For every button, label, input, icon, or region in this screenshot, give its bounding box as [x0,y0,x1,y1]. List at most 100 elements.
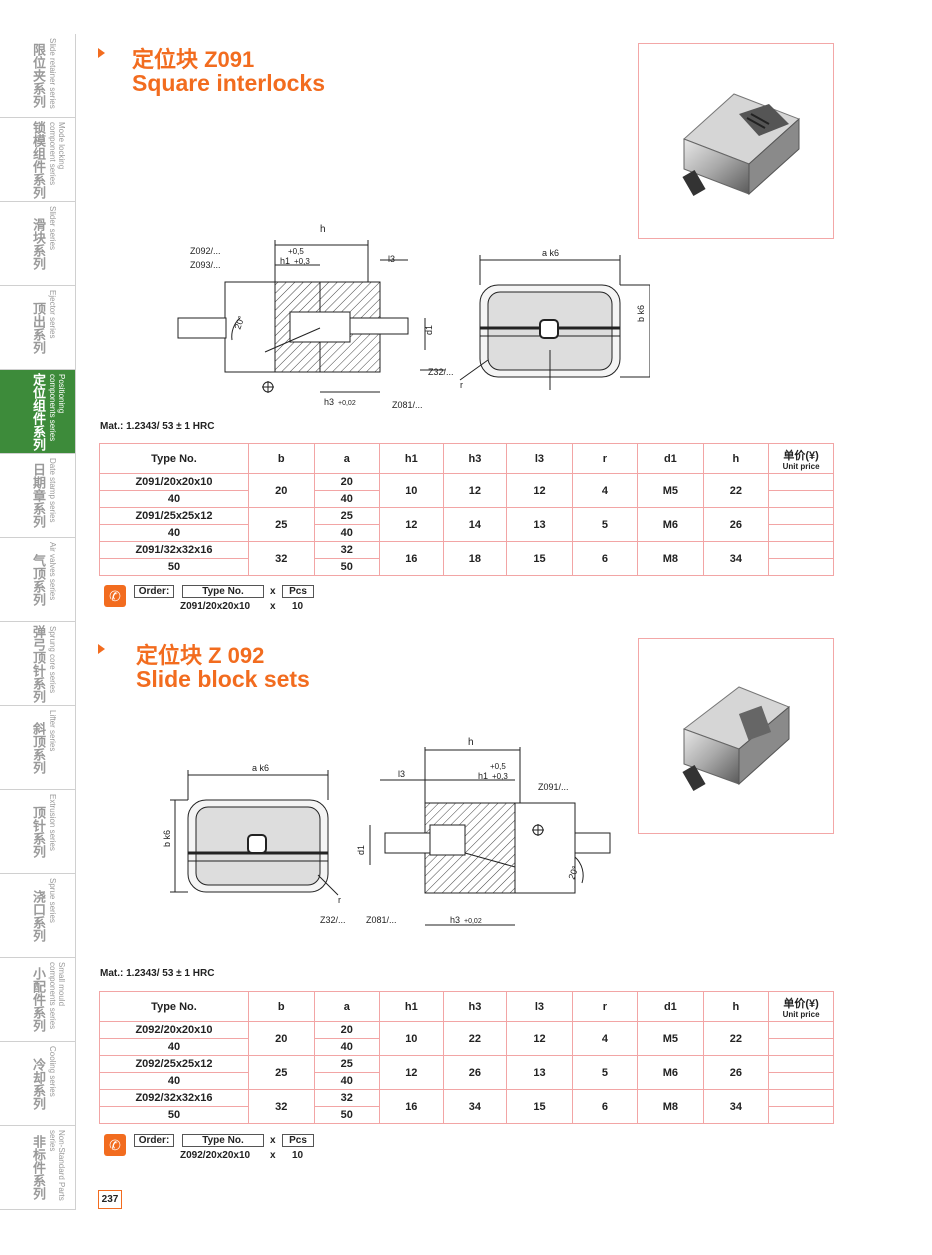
z091-technical-drawing: h +0,5 h1 +0,3 l3 Z092/... Z093/... 20° … [177,224,650,410]
svg-text:l3: l3 [388,254,395,264]
r-cell: 4 [571,473,639,508]
svg-text:d1: d1 [424,325,434,335]
table-header-cell: b [247,443,315,474]
a-cell: 32 [313,541,381,559]
h3-cell: 22 [442,1021,508,1056]
table-header-cell: d1 [637,991,704,1022]
price-cell [768,490,834,508]
sidebar-tab-label: 冷却系列 [31,1057,46,1110]
section2-material: Mat.: 1.2343/ 53 ± 1 HRC [100,968,215,979]
sidebar-tab-label: 锁模组件系列 [31,120,46,199]
svg-text:l3: l3 [398,769,405,779]
table-header-cell: r [571,443,639,474]
h-cell: 34 [702,541,770,576]
sidebar-tab-label: 非标件系列 [31,1135,46,1200]
b-cell: 20 [247,1021,315,1056]
order-pcs: Pcs [282,1134,314,1147]
h1-cell: 10 [379,1021,444,1056]
type-no-cell: Z091/25x25x12 [99,507,249,525]
table-header-cell: h1 [379,991,444,1022]
table-header-cell: Type No. [99,991,249,1022]
page-number: 237 [98,1190,122,1209]
price-cell [768,507,834,525]
sidebar-tab-sublabel: Sprue series [48,878,57,923]
a-cell: 40 [313,490,381,508]
order-qty: 10 [292,1150,304,1161]
type-no-cell: Z092/20x20x10 [99,1021,249,1039]
section1-title-cn: 定位块 Z091 [132,47,255,72]
a-cell: 40 [313,1038,381,1056]
svg-text:r: r [338,895,341,905]
section1-material: Mat.: 1.2343/ 53 ± 1 HRC [100,421,215,432]
sidebar-tab-sublabel: Air valves series [48,542,57,601]
svg-text:+0,5: +0,5 [288,247,304,256]
sidebar-tab-sublabel: Cooling series [48,1046,57,1097]
svg-text:b k6: b k6 [636,305,646,322]
type-no-cell: 40 [99,1072,249,1090]
h1-cell: 16 [379,1089,444,1124]
product-photo-z092 [638,638,834,834]
order-x: x [270,1135,276,1146]
sidebar-tab-label: 滑块系列 [31,217,46,270]
order-type-label: Type No. [182,585,264,598]
svg-text:h: h [468,737,474,748]
arrow-icon [98,48,105,58]
price-cell [768,1072,834,1090]
svg-text:b k6: b k6 [162,830,172,847]
sidebar-tab-label: 顶针系列 [31,805,46,858]
price-header: 单价(¥)Unit price [768,443,834,474]
type-no-cell: 40 [99,524,249,542]
sidebar-tab-label: 弹弓顶针系列 [31,624,46,703]
price-cell [768,1106,834,1124]
type-no-cell: Z091/32x32x16 [99,541,249,559]
svg-text:+0,5: +0,5 [490,762,506,771]
l3-cell: 13 [506,1055,573,1090]
order-pcs: Pcs [282,585,314,598]
order-label: Order: [134,1134,174,1147]
sidebar-tab-sublabel: Mode locking component series [48,122,66,186]
b-cell: 25 [247,507,315,542]
h3-cell: 12 [442,473,508,508]
sidebar-tab-sublabel: Lifter series [48,710,57,752]
d1-cell: M6 [637,1055,704,1090]
h-cell: 26 [702,1055,770,1090]
h-cell: 22 [702,1021,770,1056]
svg-text:20°: 20° [566,864,580,881]
sidebar-tab-label: 日期章系列 [31,463,46,528]
sidebar-tab-label: 限位夹系列 [31,43,46,108]
table-header-cell: h3 [442,991,508,1022]
d1-cell: M5 [637,1021,704,1056]
table-header-cell: b [247,991,315,1022]
order-example: Z092/20x20x10 [180,1150,251,1161]
svg-text:r: r [460,380,463,390]
r-cell: 5 [571,507,639,542]
section1-title-en: Square interlocks [132,70,326,96]
section2-title-en: Slide block sets [136,666,310,692]
svg-text:+0,3: +0,3 [294,257,310,266]
svg-text:Z32/...: Z32/... [320,915,346,925]
svg-text:a k6: a k6 [542,248,559,258]
d1-cell: M5 [637,473,704,508]
sidebar-tab-sublabel: Slider series [48,206,57,251]
svg-text:+0,02: +0,02 [338,400,356,407]
table-header-cell: h [702,443,770,474]
